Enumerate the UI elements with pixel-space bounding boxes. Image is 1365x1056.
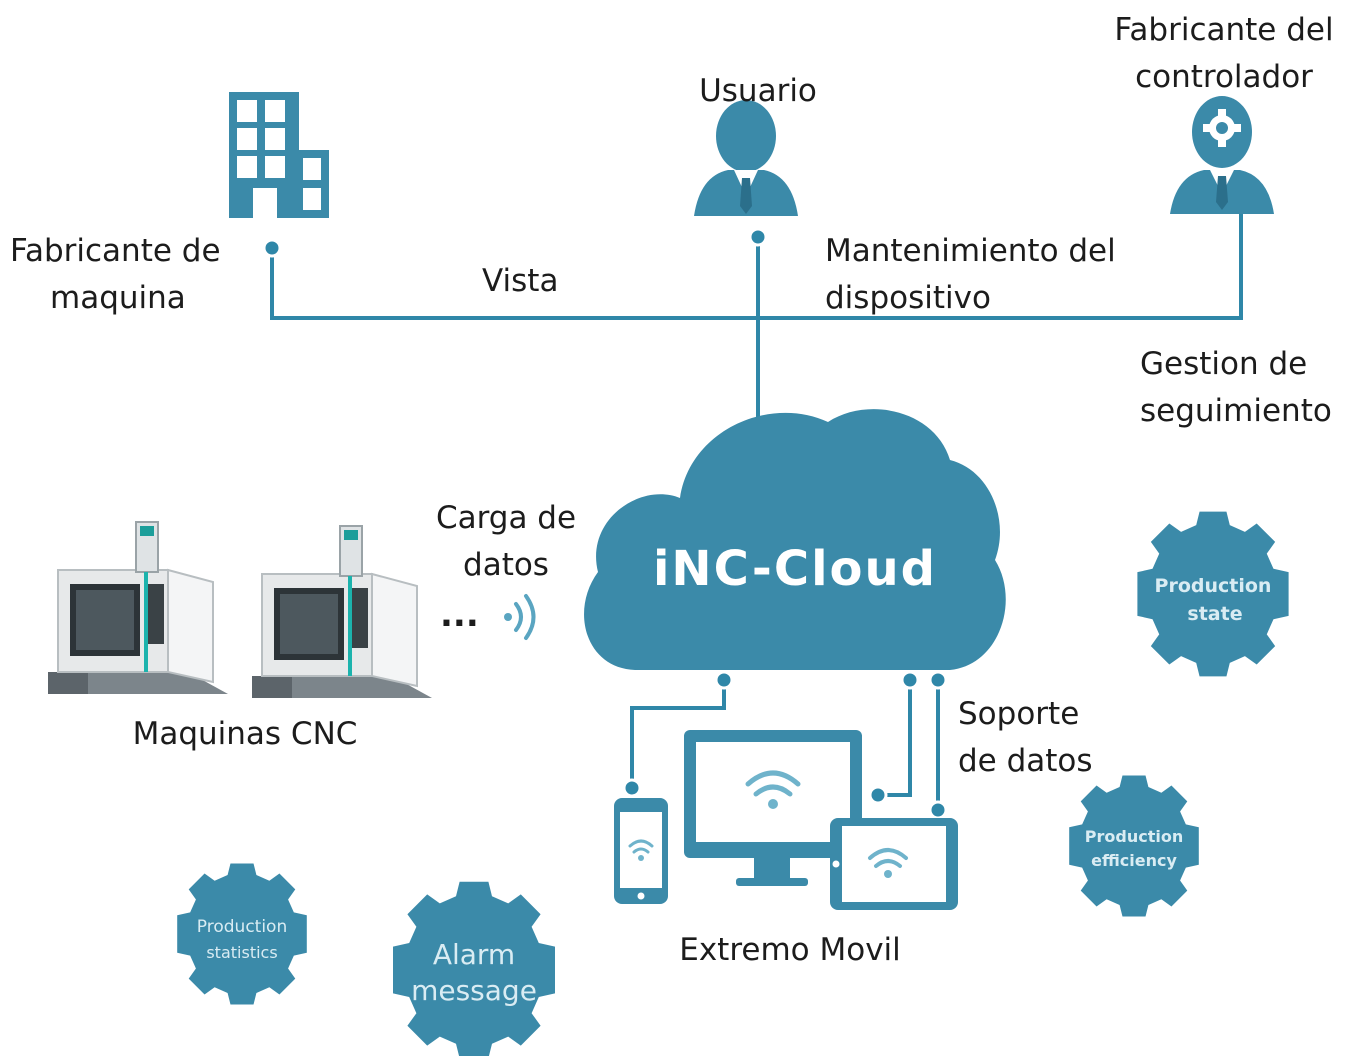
- ellipsis: ...: [440, 595, 479, 635]
- production-state-line1: Production: [1155, 575, 1272, 597]
- inc-cloud: iNC-Cloud: [584, 409, 1006, 670]
- machine-maker-label-line2: maquina: [50, 280, 186, 316]
- controller-maker-icon: [1170, 96, 1274, 214]
- gear-production-efficiency: Production efficiency: [1069, 775, 1199, 917]
- monitor-icon: [684, 730, 862, 886]
- user-icon: [694, 100, 798, 216]
- view-label: Vista: [482, 263, 558, 299]
- tablet-icon: [830, 818, 958, 910]
- controller-maker-label-line2: controlador: [1135, 59, 1313, 95]
- machine-maker-label-line1: Fabricante de: [10, 233, 221, 269]
- cloud-title: iNC-Cloud: [653, 541, 937, 597]
- phone-icon: [614, 798, 668, 904]
- production-state-line2: state: [1187, 603, 1242, 625]
- user-label: Usuario: [699, 73, 817, 109]
- production-statistics-line1: Production: [197, 917, 287, 937]
- production-statistics-line2: statistics: [206, 943, 277, 962]
- cnc-machine-icon-2: [251, 525, 433, 699]
- alarm-message-line2: message: [411, 974, 537, 1007]
- data-support-label-line1: Soporte: [958, 696, 1079, 732]
- tracking-label-line1: Gestion de: [1140, 346, 1307, 382]
- data-upload-label-line1: Carga de: [436, 500, 576, 536]
- production-efficiency-line2: efficiency: [1091, 851, 1177, 870]
- gear-alarm-message: Alarm message: [393, 881, 555, 1056]
- tracking-label-line2: seguimiento: [1140, 393, 1332, 429]
- mobile-label: Extremo Movil: [679, 932, 901, 968]
- cnc-machines-label: Maquinas CNC: [133, 716, 358, 752]
- bottom-connectors: [622, 670, 948, 820]
- gear-icon: [1069, 775, 1199, 917]
- top-connectors: [262, 200, 1243, 440]
- alarm-message-line1: Alarm: [433, 938, 515, 971]
- building-icon: [229, 92, 329, 218]
- data-support-label-line2: de datos: [958, 743, 1093, 779]
- controller-maker-label-line1: Fabricante del: [1114, 12, 1333, 48]
- production-efficiency-line1: Production: [1085, 827, 1183, 846]
- wifi-signal-icon: [504, 594, 536, 640]
- gear-production-statistics: Production statistics: [177, 863, 307, 1005]
- maintenance-label-line1: Mantenimiento del: [825, 233, 1116, 269]
- data-upload-label-line2: datos: [463, 547, 549, 583]
- maintenance-label-line2: dispositivo: [825, 280, 991, 316]
- gear-production-state: Production state: [1137, 511, 1289, 677]
- cnc-machine-icon-1: [47, 521, 229, 695]
